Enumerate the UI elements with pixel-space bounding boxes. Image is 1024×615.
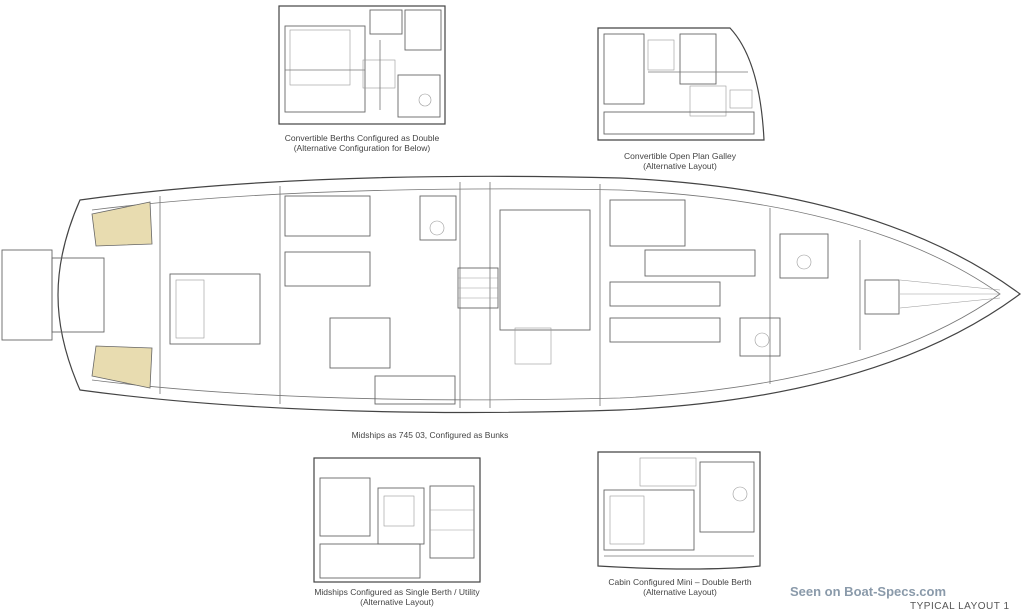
caption-top-right: Convertible Open Plan Galley (Alternativ… (580, 151, 780, 171)
inset-single-berth-utility (313, 457, 481, 583)
caption-main-line1: Midships as 745 03, Configured as Bunks (351, 430, 509, 440)
inset-open-plan-galley (597, 27, 765, 141)
caption-top-left-line1: Convertible Berths Configured as Double (284, 133, 440, 143)
caption-top-left-line2: (Alternative Configuration for Below) (293, 143, 431, 153)
layout-label: TYPICAL LAYOUT 1 (910, 601, 1010, 612)
caption-bottom-left-line2: (Alternative Layout) (360, 597, 434, 607)
main-hull-plan (1, 175, 1022, 414)
caption-bottom-left: Midships Configured as Single Berth / Ut… (292, 587, 502, 607)
inset-mini-double-berth (597, 451, 761, 570)
caption-main: Midships as 745 03, Configured as Bunks (300, 430, 560, 440)
caption-top-right-line2: (Alternative Layout) (643, 161, 717, 171)
caption-top-left: Convertible Berths Configured as Double … (262, 133, 462, 153)
caption-bottom-left-line1: Midships Configured as Single Berth / Ut… (314, 587, 480, 597)
inset-convertible-berths (278, 5, 446, 125)
caption-bottom-right-line1: Cabin Configured Mini – Double Berth (608, 577, 752, 587)
caption-bottom-right-line2: (Alternative Layout) (643, 587, 717, 597)
caption-bottom-right: Cabin Configured Mini – Double Berth (Al… (580, 577, 780, 597)
watermark: Seen on Boat-Specs.com (790, 584, 947, 599)
caption-top-right-line1: Convertible Open Plan Galley (624, 151, 736, 161)
